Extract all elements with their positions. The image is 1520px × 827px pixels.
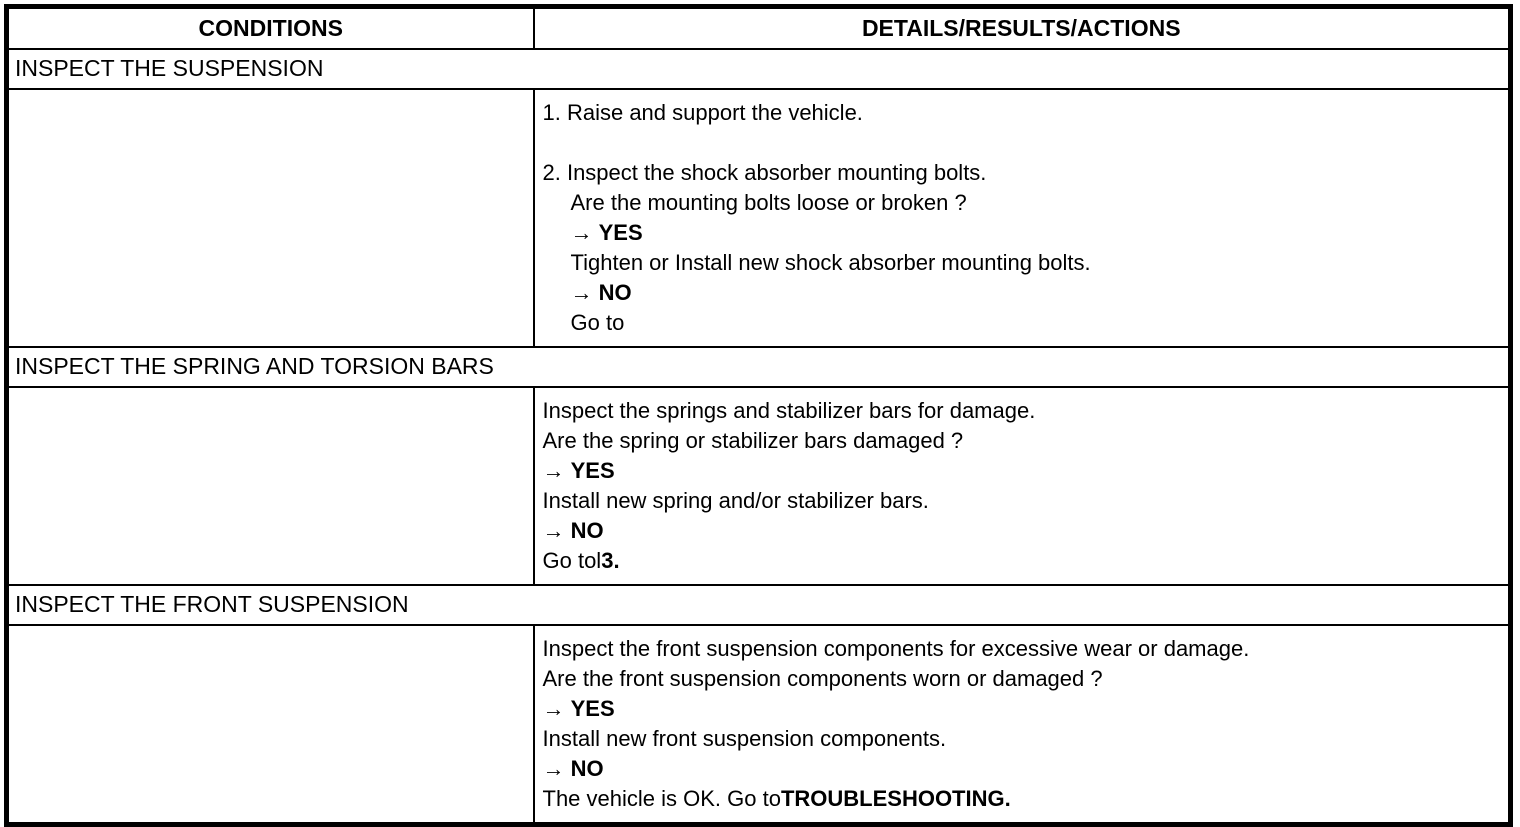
emphasis-text: NO <box>570 755 604 781</box>
text-line: → NO <box>543 516 1501 546</box>
emphasis-text: NO <box>598 279 632 305</box>
section-title-row: INSPECT THE SPRING AND TORSION BARS <box>5 345 1512 388</box>
emphasis-text: YES <box>570 695 615 721</box>
text-line: Inspect the springs and stabilizer bars … <box>543 396 1501 426</box>
body-text: Are the mounting bolts loose or broken ? <box>570 189 967 215</box>
text-line: → NO <box>543 754 1501 784</box>
right-arrow-icon: → <box>542 457 571 483</box>
text-line: The vehicle is OK. Go toTROUBLESHOOTING. <box>543 784 1501 814</box>
section-title: INSPECT THE SUSPENSION <box>5 47 1512 90</box>
details-column-header: DETAILS/RESULTS/ACTIONS <box>532 5 1512 50</box>
body-text: Are the spring or stabilizer bars damage… <box>542 427 964 453</box>
conditions-column-header: CONDITIONS <box>5 5 535 50</box>
conditions-cell <box>5 87 535 348</box>
body-text: Install new front suspension components. <box>542 725 947 751</box>
section-content-row: Inspect the springs and stabilizer bars … <box>5 385 1512 586</box>
body-text: The vehicle is OK. Go to <box>542 785 781 811</box>
emphasis-text: YES <box>570 457 615 483</box>
text-line: Install new spring and/or stabilizer bar… <box>543 486 1501 516</box>
section-title: INSPECT THE SPRING AND TORSION BARS <box>5 345 1512 388</box>
body-text: Inspect the front suspension components … <box>542 635 1250 661</box>
body-text: Tighten or Install new shock absorber mo… <box>570 249 1091 275</box>
conditions-cell <box>5 385 535 586</box>
details-cell: Inspect the front suspension components … <box>532 623 1512 825</box>
body-text: Install new spring and/or stabilizer bar… <box>542 487 929 513</box>
emphasis-text: NO <box>570 517 604 543</box>
section-title-row: INSPECT THE FRONT SUSPENSION <box>5 583 1512 626</box>
blank-line <box>543 128 1501 158</box>
body-text: Are the front suspension components worn… <box>542 665 1103 691</box>
body-text: Inspect the springs and stabilizer bars … <box>542 397 1036 423</box>
text-line: Go to <box>543 308 1501 338</box>
section-title-row: INSPECT THE SUSPENSION <box>5 47 1512 90</box>
right-arrow-icon: → <box>542 755 571 781</box>
text-line: → YES <box>543 218 1501 248</box>
text-line: Are the mounting bolts loose or broken ? <box>543 188 1501 218</box>
right-arrow-icon: → <box>542 517 571 543</box>
body-text: Go to <box>570 309 625 335</box>
text-line: → YES <box>543 456 1501 486</box>
text-line: Are the front suspension components worn… <box>543 664 1501 694</box>
text-line: Install new front suspension components. <box>543 724 1501 754</box>
emphasis-text: 3. <box>601 547 620 573</box>
details-cell: Inspect the springs and stabilizer bars … <box>532 385 1512 586</box>
text-line: Go tol3. <box>543 546 1501 576</box>
body-text: 2. Inspect the shock absorber mounting b… <box>542 159 987 185</box>
section-content-row: Inspect the front suspension components … <box>5 623 1512 825</box>
text-line: 2. Inspect the shock absorber mounting b… <box>543 158 1501 188</box>
section-title: INSPECT THE FRONT SUSPENSION <box>5 583 1512 626</box>
text-line: 1. Raise and support the vehicle. <box>543 98 1501 128</box>
body-text: 1. Raise and support the vehicle. <box>542 99 863 125</box>
conditions-cell <box>5 623 535 825</box>
text-line: Are the spring or stabilizer bars damage… <box>543 426 1501 456</box>
body-text: Go tol <box>542 547 602 573</box>
table-header-row: CONDITIONS DETAILS/RESULTS/ACTIONS <box>5 5 1512 50</box>
section-content-row: 1. Raise and support the vehicle. 2. Ins… <box>5 87 1512 348</box>
text-line: → YES <box>543 694 1501 724</box>
details-cell: 1. Raise and support the vehicle. 2. Ins… <box>532 87 1512 348</box>
text-line: Tighten or Install new shock absorber mo… <box>543 248 1501 278</box>
troubleshooting-table: CONDITIONS DETAILS/RESULTS/ACTIONS INSPE… <box>4 4 1513 827</box>
text-line: Inspect the front suspension components … <box>543 634 1501 664</box>
right-arrow-icon: → <box>570 219 599 245</box>
text-line: → NO <box>543 278 1501 308</box>
emphasis-text: YES <box>598 219 643 245</box>
right-arrow-icon: → <box>542 695 571 721</box>
right-arrow-icon: → <box>570 279 599 305</box>
emphasis-text: TROUBLESHOOTING. <box>780 785 1011 811</box>
